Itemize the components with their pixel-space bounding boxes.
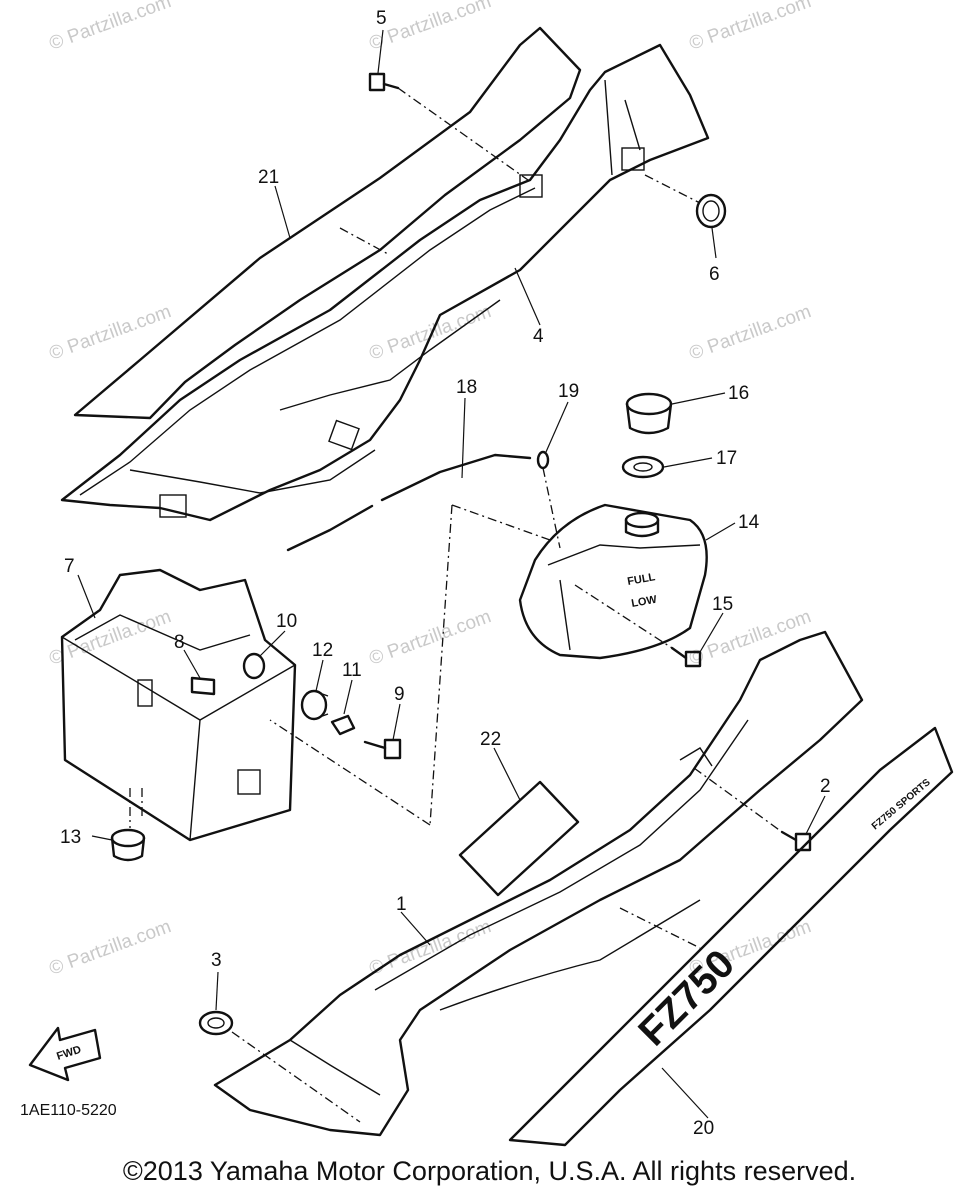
model-decal-text: FZ750 — [630, 942, 743, 1055]
callout-19: 19 — [558, 381, 579, 402]
watermark: © Partzilla.com — [47, 301, 174, 365]
callout-22: 22 — [480, 729, 501, 750]
watermark: © Partzilla.com — [687, 301, 814, 365]
fwd-label: FWD — [55, 1044, 83, 1063]
watermark: © Partzilla.com — [367, 606, 494, 670]
callout-21: 21 — [258, 167, 279, 188]
callout-3: 3 — [211, 950, 222, 971]
tank-low-mark: LOW — [630, 594, 658, 610]
callout-15: 15 — [712, 594, 733, 615]
copyright-notice: ©2013 Yamaha Motor Corporation, U.S.A. A… — [122, 1156, 857, 1186]
callout-8: 8 — [174, 632, 185, 653]
forward-arrow: FWD — [28, 1026, 102, 1082]
callout-10: 10 — [276, 611, 297, 632]
tank-full-mark: FULL — [626, 571, 656, 588]
bolt-5 — [368, 72, 400, 92]
grommet-6 — [695, 193, 727, 229]
side-cover-1 — [213, 630, 864, 1137]
hose-clip-19 — [536, 450, 550, 470]
callout-4: 4 — [533, 326, 544, 347]
callout-18: 18 — [456, 377, 477, 398]
label-22 — [458, 780, 580, 897]
watermark: © Partzilla.com — [687, 0, 814, 55]
nut-11 — [330, 714, 356, 736]
battery-box-7 — [60, 568, 297, 842]
watermark: © Partzilla.com — [47, 916, 174, 980]
bolt-15 — [670, 646, 702, 668]
reservoir-tank-14: FULL LOW — [518, 503, 708, 660]
side-cover-frame — [60, 43, 710, 522]
watermarks: © Partzilla.com © Partzilla.com © Partzi… — [47, 0, 814, 980]
diagram-code: 1AE110-5220 — [20, 1102, 117, 1119]
grommet-13 — [110, 828, 146, 862]
callout-20: 20 — [693, 1118, 714, 1139]
washer-17 — [621, 455, 665, 479]
breather-hose-18 — [286, 453, 532, 552]
callout-13: 13 — [60, 827, 81, 848]
bolt-2 — [780, 830, 812, 852]
watermark: © Partzilla.com — [47, 606, 174, 670]
decal-strip-20: FZ750 FZ750 SPORTS — [508, 726, 954, 1147]
callout-2: 2 — [820, 776, 831, 797]
bolt-9 — [363, 738, 402, 760]
callout-6: 6 — [709, 264, 720, 285]
callout-numbers: 5 6 21 4 18 19 16 17 14 15 7 8 10 12 11 … — [60, 8, 831, 1139]
callout-14: 14 — [738, 512, 760, 533]
callout-9: 9 — [394, 684, 405, 705]
assembly-lines — [129, 87, 783, 1123]
exploded-view-drawing: © Partzilla.com © Partzilla.com © Partzi… — [20, 0, 954, 1147]
leader-lines — [77, 29, 826, 1119]
callout-5: 5 — [376, 8, 387, 29]
watermark: © Partzilla.com — [47, 0, 174, 55]
callout-1: 1 — [396, 894, 407, 915]
bracket-8 — [190, 676, 216, 696]
callout-16: 16 — [728, 383, 749, 404]
callout-7: 7 — [64, 556, 75, 577]
sports-decal-text: FZ750 SPORTS — [870, 777, 933, 832]
damper-10 — [242, 652, 266, 680]
watermark: © Partzilla.com — [367, 916, 494, 980]
collar-12 — [300, 689, 329, 721]
watermark: © Partzilla.com — [687, 606, 814, 670]
callout-11: 11 — [342, 660, 362, 681]
callout-17: 17 — [716, 448, 737, 469]
upper-side-cover — [73, 26, 582, 420]
watermark: © Partzilla.com — [367, 301, 494, 365]
callout-12: 12 — [312, 640, 333, 661]
tank-cap-16 — [625, 392, 673, 435]
grommet-3 — [198, 1010, 234, 1036]
